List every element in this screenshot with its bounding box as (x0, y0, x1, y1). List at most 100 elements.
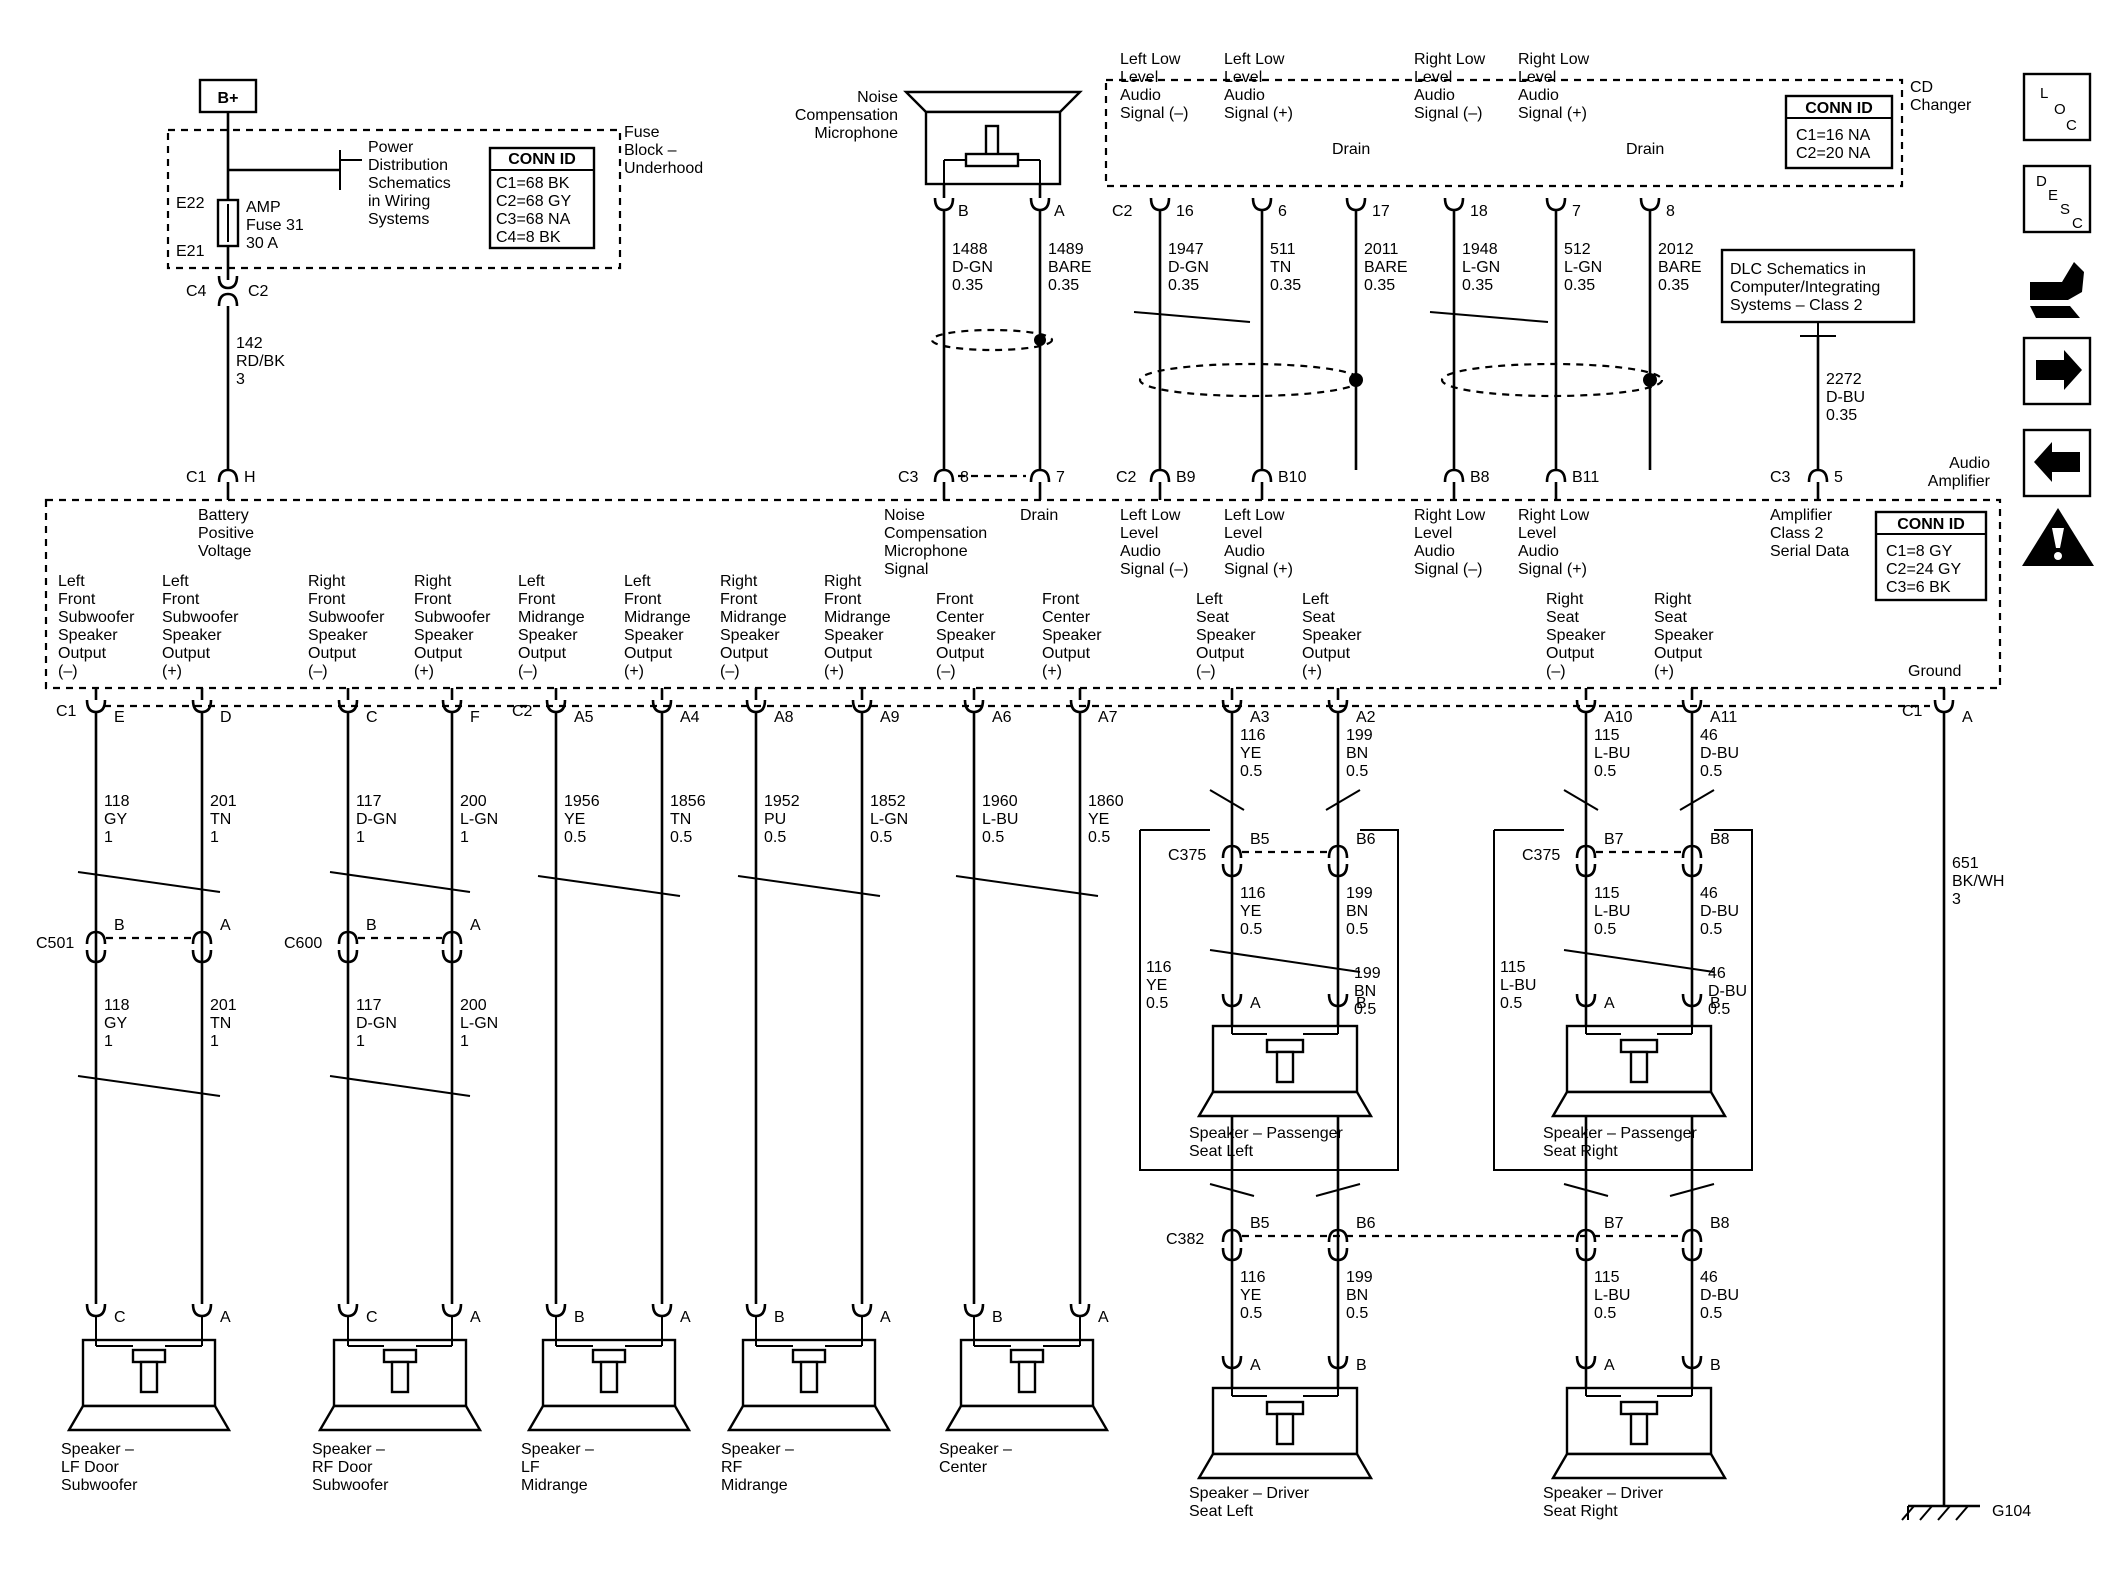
wire-label: 651 (1952, 855, 1979, 872)
wire-label: 117 (356, 997, 382, 1014)
speaker-cone (1550, 1452, 1728, 1480)
dlc-wire-label: D-BU (1826, 389, 1865, 406)
inline-terminal (337, 930, 359, 945)
cd-pin-label: Level (1120, 69, 1158, 86)
dlc-wire-label: 0.35 (1826, 407, 1857, 424)
speaker-pin: A (470, 1309, 481, 1326)
speaker-name: Speaker – (939, 1441, 1012, 1458)
amp-output-label: (+) (414, 663, 434, 680)
fuse-block-title: Underhood (624, 160, 703, 177)
wire-label: 0.5 (1700, 1305, 1722, 1322)
conn-id-title: CONN ID (1897, 516, 1965, 533)
wire-label: L-GN (460, 1015, 498, 1032)
cd-terminal (1443, 197, 1465, 212)
amp-conn-name: C1 (186, 469, 207, 486)
amp-pin: 5 (1834, 469, 1843, 486)
speaker-magnet (1629, 1050, 1649, 1084)
conn-id-title: CONN ID (508, 151, 576, 168)
amp-output-label: Output (1042, 645, 1091, 662)
amp-output-label: Front (824, 591, 862, 608)
amp-output-label: (+) (1042, 663, 1062, 680)
amp-output-label: Right (1654, 591, 1692, 608)
speaker-terminal (851, 1303, 873, 1318)
battery-wire-label: 142 (236, 335, 263, 352)
cd-wire-label: L-GN (1462, 259, 1500, 276)
fuse-conn-terminal (217, 275, 239, 290)
inline-pin: B7 (1604, 1215, 1624, 1232)
amp-output-label: (+) (824, 663, 844, 680)
inline-pin: B6 (1356, 831, 1376, 848)
desc-button[interactable] (2022, 164, 2092, 234)
wire-label: L-BU (1594, 745, 1630, 762)
fuse-label: 30 A (246, 235, 278, 252)
wire-label: 1852 (870, 793, 906, 810)
amp-output-label: Front (414, 591, 452, 608)
amp-output-pin: A9 (880, 709, 900, 726)
amp-output-label: (–) (1546, 663, 1566, 680)
wire-label: 1 (356, 829, 365, 846)
twisted-pair-mark (1209, 789, 1245, 811)
dlc-label: Computer/Integrating (1730, 279, 1880, 296)
amp-output-label: (–) (308, 663, 328, 680)
twisted-pair-mark (1563, 789, 1599, 811)
wire-label: YE (564, 811, 585, 828)
amp-output-label: Speaker (1302, 627, 1362, 644)
amp-input-label: Amplifier (1770, 507, 1833, 524)
noise-mic-element (964, 152, 1020, 168)
desc-letter: D (2036, 173, 2047, 190)
amp-output-label: Front (720, 591, 758, 608)
wire-label: YE (1240, 745, 1261, 762)
wire-label: 199 (1346, 885, 1373, 902)
power-distribution-link: Systems (368, 211, 429, 228)
speaker-name: Speaker – (521, 1441, 594, 1458)
amp-conn-id-line: C2=24 GY (1886, 561, 1961, 578)
amp-pin: B9 (1176, 469, 1196, 486)
wire-label: 1 (210, 829, 219, 846)
cd-pin-number: 18 (1470, 203, 1488, 220)
amp-input-label: Audio (1120, 543, 1161, 560)
wire-label: BK/WH (1952, 873, 2004, 890)
fuse-label: Fuse 31 (246, 217, 304, 234)
amplifier-title: Audio (1949, 455, 1990, 472)
speaker-magnet (390, 1360, 410, 1394)
amp-output-label: Front (58, 591, 96, 608)
loc-button[interactable] (2022, 72, 2092, 142)
inline-terminal (1221, 1247, 1243, 1262)
fuse-label: AMP (246, 199, 281, 216)
amp-output-pin: F (470, 709, 480, 726)
speaker-magnet (1265, 1038, 1305, 1054)
inline-terminal (1681, 863, 1703, 878)
wire-label: L-GN (460, 811, 498, 828)
amplifier-title: Amplifier (1928, 473, 1991, 490)
inline-pin: B7 (1604, 831, 1624, 848)
amp-bottom-c1: C1 (56, 703, 77, 720)
wire-label: 201 (210, 997, 237, 1014)
speaker-terminal (441, 1303, 463, 1318)
amp-output-label: Output (720, 645, 769, 662)
wire-label: BN (1346, 745, 1368, 762)
speaker-magnet (591, 1348, 627, 1364)
amp-output-label: Speaker (308, 627, 368, 644)
twisted-pair-mark (77, 1075, 221, 1097)
wire-label: 46 (1700, 885, 1718, 902)
amp-input-label: Audio (1518, 543, 1559, 560)
cd-pin-label: Left Low (1224, 51, 1285, 68)
amp-input-terminal (1443, 468, 1465, 483)
seat-harness-outline (1493, 829, 1753, 1171)
amp-input-terminal (1149, 468, 1171, 483)
speaker-cone (66, 1404, 232, 1432)
speaker-cone (526, 1404, 692, 1432)
speaker-pin: C (114, 1309, 126, 1326)
wire-label: 0.5 (1346, 921, 1368, 938)
mic-wire-b-label: 0.35 (952, 277, 983, 294)
speaker-pin: B (1710, 1357, 1721, 1374)
wire-label: 46 (1700, 727, 1718, 744)
wire-label: 1952 (764, 793, 800, 810)
cd-wire-label: TN (1270, 259, 1291, 276)
wire-label: L-BU (1594, 903, 1630, 920)
wrench-icon[interactable] (2030, 262, 2084, 318)
inline-pin: B (114, 917, 125, 934)
drain-node (1034, 334, 1046, 346)
wire-label: 0.5 (1346, 1305, 1368, 1322)
inline-terminal (337, 949, 359, 964)
